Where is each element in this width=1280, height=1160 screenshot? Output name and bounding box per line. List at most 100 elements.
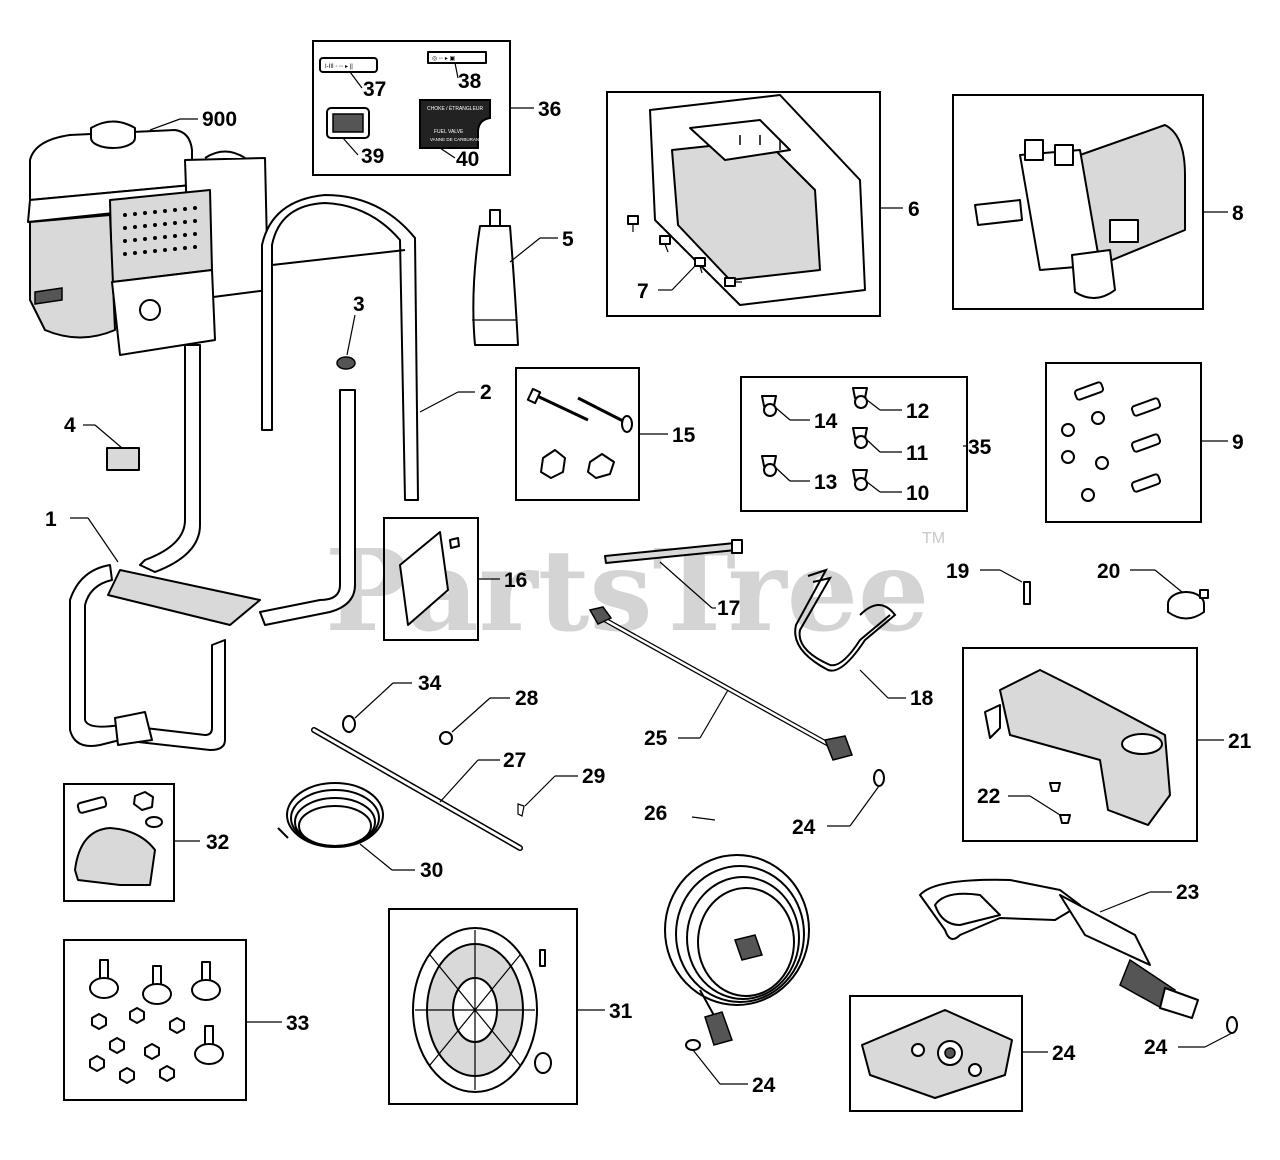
callout-3: 3 [353, 293, 365, 316]
bracket-18-icon[interactable] [794, 568, 897, 672]
pump-hardware-box [1045, 362, 1202, 523]
svg-text:◎ ◦◦ ▸ ▣: ◎ ◦◦ ▸ ▣ [432, 56, 456, 62]
holder-21-box [962, 647, 1198, 842]
cap-20-icon[interactable] [1167, 589, 1209, 620]
callout-17: 17 [717, 597, 740, 620]
callout-23: 23 [1176, 881, 1199, 904]
callout-8: 8 [1232, 202, 1244, 225]
callout-39: 39 [361, 145, 384, 168]
callout-15: 15 [672, 424, 696, 447]
pin-19-icon[interactable] [1023, 581, 1031, 605]
callout-2: 2 [480, 381, 492, 404]
callout-26: 26 [644, 802, 667, 825]
hose-fitting-upper-icon [734, 934, 763, 961]
hose-fitting-icon [704, 1011, 733, 1046]
shield-16-icon[interactable] [399, 531, 460, 626]
guard-icon[interactable] [649, 94, 866, 306]
callout-4: 4 [64, 414, 76, 437]
callout-34: 34 [418, 672, 442, 695]
engine-icon[interactable] [27, 120, 269, 356]
callout-37: 37 [363, 78, 386, 101]
o-ring-24c-icon[interactable] [1226, 1016, 1238, 1034]
callout-40: 40 [456, 148, 479, 171]
callout-36: 36 [538, 98, 561, 121]
callout-24-kit: 24 [1052, 1042, 1076, 1065]
callout-16: 16 [504, 569, 527, 592]
svg-text:FUEL VALVE: FUEL VALVE [434, 129, 464, 135]
callout-24-gun: 24 [1144, 1036, 1168, 1059]
callout-24-hose: 24 [752, 1074, 776, 1097]
screw-kit-box [740, 376, 968, 512]
wand-25-icon[interactable] [588, 606, 853, 761]
wheel-icon[interactable] [412, 927, 538, 1093]
screw-7-icons[interactable] [627, 215, 742, 287]
o-ring-24b-icon[interactable] [685, 1039, 701, 1051]
bolt-knob-15-icons[interactable] [526, 387, 633, 479]
decal-39[interactable] [326, 107, 370, 139]
callout-24-wand: 24 [792, 816, 816, 839]
tube-icon[interactable] [472, 209, 519, 346]
svg-text:VANNE DE CARBURANT: VANNE DE CARBURANT [430, 137, 482, 142]
hardware-15-box [515, 367, 640, 501]
screw-22-icons[interactable] [1049, 782, 1071, 824]
handle-icon[interactable] [261, 194, 419, 501]
callout-22: 22 [977, 785, 1000, 808]
watermark-trademark: TM [922, 530, 945, 547]
frame-icon[interactable] [69, 344, 356, 751]
svg-text:CHOKE / ÉTRANGLEUR: CHOKE / ÉTRANGLEUR [427, 105, 484, 112]
decal-38[interactable]: ◎ ◦◦ ▸ ▣ [427, 51, 487, 64]
strap-17-icon[interactable] [604, 539, 743, 564]
washer-28-icon[interactable] [439, 731, 453, 745]
holder-21-icon[interactable] [984, 669, 1171, 826]
callout-10: 10 [906, 482, 929, 505]
callout-1: 1 [45, 508, 57, 531]
callout-19: 19 [946, 560, 969, 583]
wheel-31-box [388, 908, 578, 1105]
callout-33: 33 [286, 1012, 309, 1035]
hose-26-icon[interactable] [664, 854, 810, 1031]
wheel-hardware-icons [534, 949, 552, 1074]
callout-13: 13 [814, 471, 837, 494]
screw-35-icons[interactable] [761, 387, 868, 491]
callout-5: 5 [562, 228, 574, 251]
pump-icon[interactable] [974, 124, 1186, 299]
callout-7: 7 [637, 280, 649, 303]
pump-box [952, 94, 1204, 310]
callout-30: 30 [420, 859, 443, 882]
svg-text:I-III ◦ ◦◦ ▸ ||: I-III ◦ ◦◦ ▸ || [325, 64, 353, 70]
bolt-9-icons[interactable] [1061, 381, 1162, 502]
guard-box [606, 91, 881, 317]
axle-27-icon[interactable] [311, 727, 523, 851]
callout-29: 29 [582, 765, 605, 788]
callout-11: 11 [906, 442, 929, 465]
coil-hose-30-icon[interactable] [277, 782, 384, 848]
pin-29-icon[interactable] [517, 803, 525, 817]
seal-kit-24-icon[interactable] [861, 1009, 1013, 1099]
callout-12: 12 [906, 400, 929, 423]
callout-6: 6 [908, 198, 920, 221]
decal-37[interactable]: I-III ◦ ◦◦ ▸ || [319, 57, 378, 73]
foot-32-box [63, 783, 175, 902]
callout-25: 25 [644, 727, 668, 750]
decal-40[interactable]: CHOKE / ÉTRANGLEUR FUEL VALVE VANNE DE C… [419, 99, 491, 149]
callout-32: 32 [206, 831, 229, 854]
callout-20: 20 [1097, 560, 1120, 583]
callout-21: 21 [1228, 730, 1252, 753]
cap-icon[interactable] [336, 356, 356, 370]
callout-9: 9 [1232, 431, 1244, 454]
callout-27: 27 [503, 749, 526, 772]
spray-gun-23-icon[interactable] [919, 878, 1199, 1019]
foot-32-icon[interactable] [74, 791, 163, 886]
mounts-33-box [63, 939, 247, 1101]
callout-28: 28 [515, 687, 539, 710]
o-ring-24a-icon[interactable] [873, 769, 885, 787]
callout-35: 35 [968, 436, 992, 459]
callout-900: 900 [202, 108, 237, 131]
callout-14: 14 [814, 410, 838, 433]
mounts-33-icon[interactable] [89, 959, 224, 1084]
washer-34-icon[interactable] [342, 715, 356, 733]
callout-18: 18 [910, 687, 934, 710]
label-icon[interactable] [106, 447, 140, 471]
callout-38: 38 [458, 70, 482, 93]
